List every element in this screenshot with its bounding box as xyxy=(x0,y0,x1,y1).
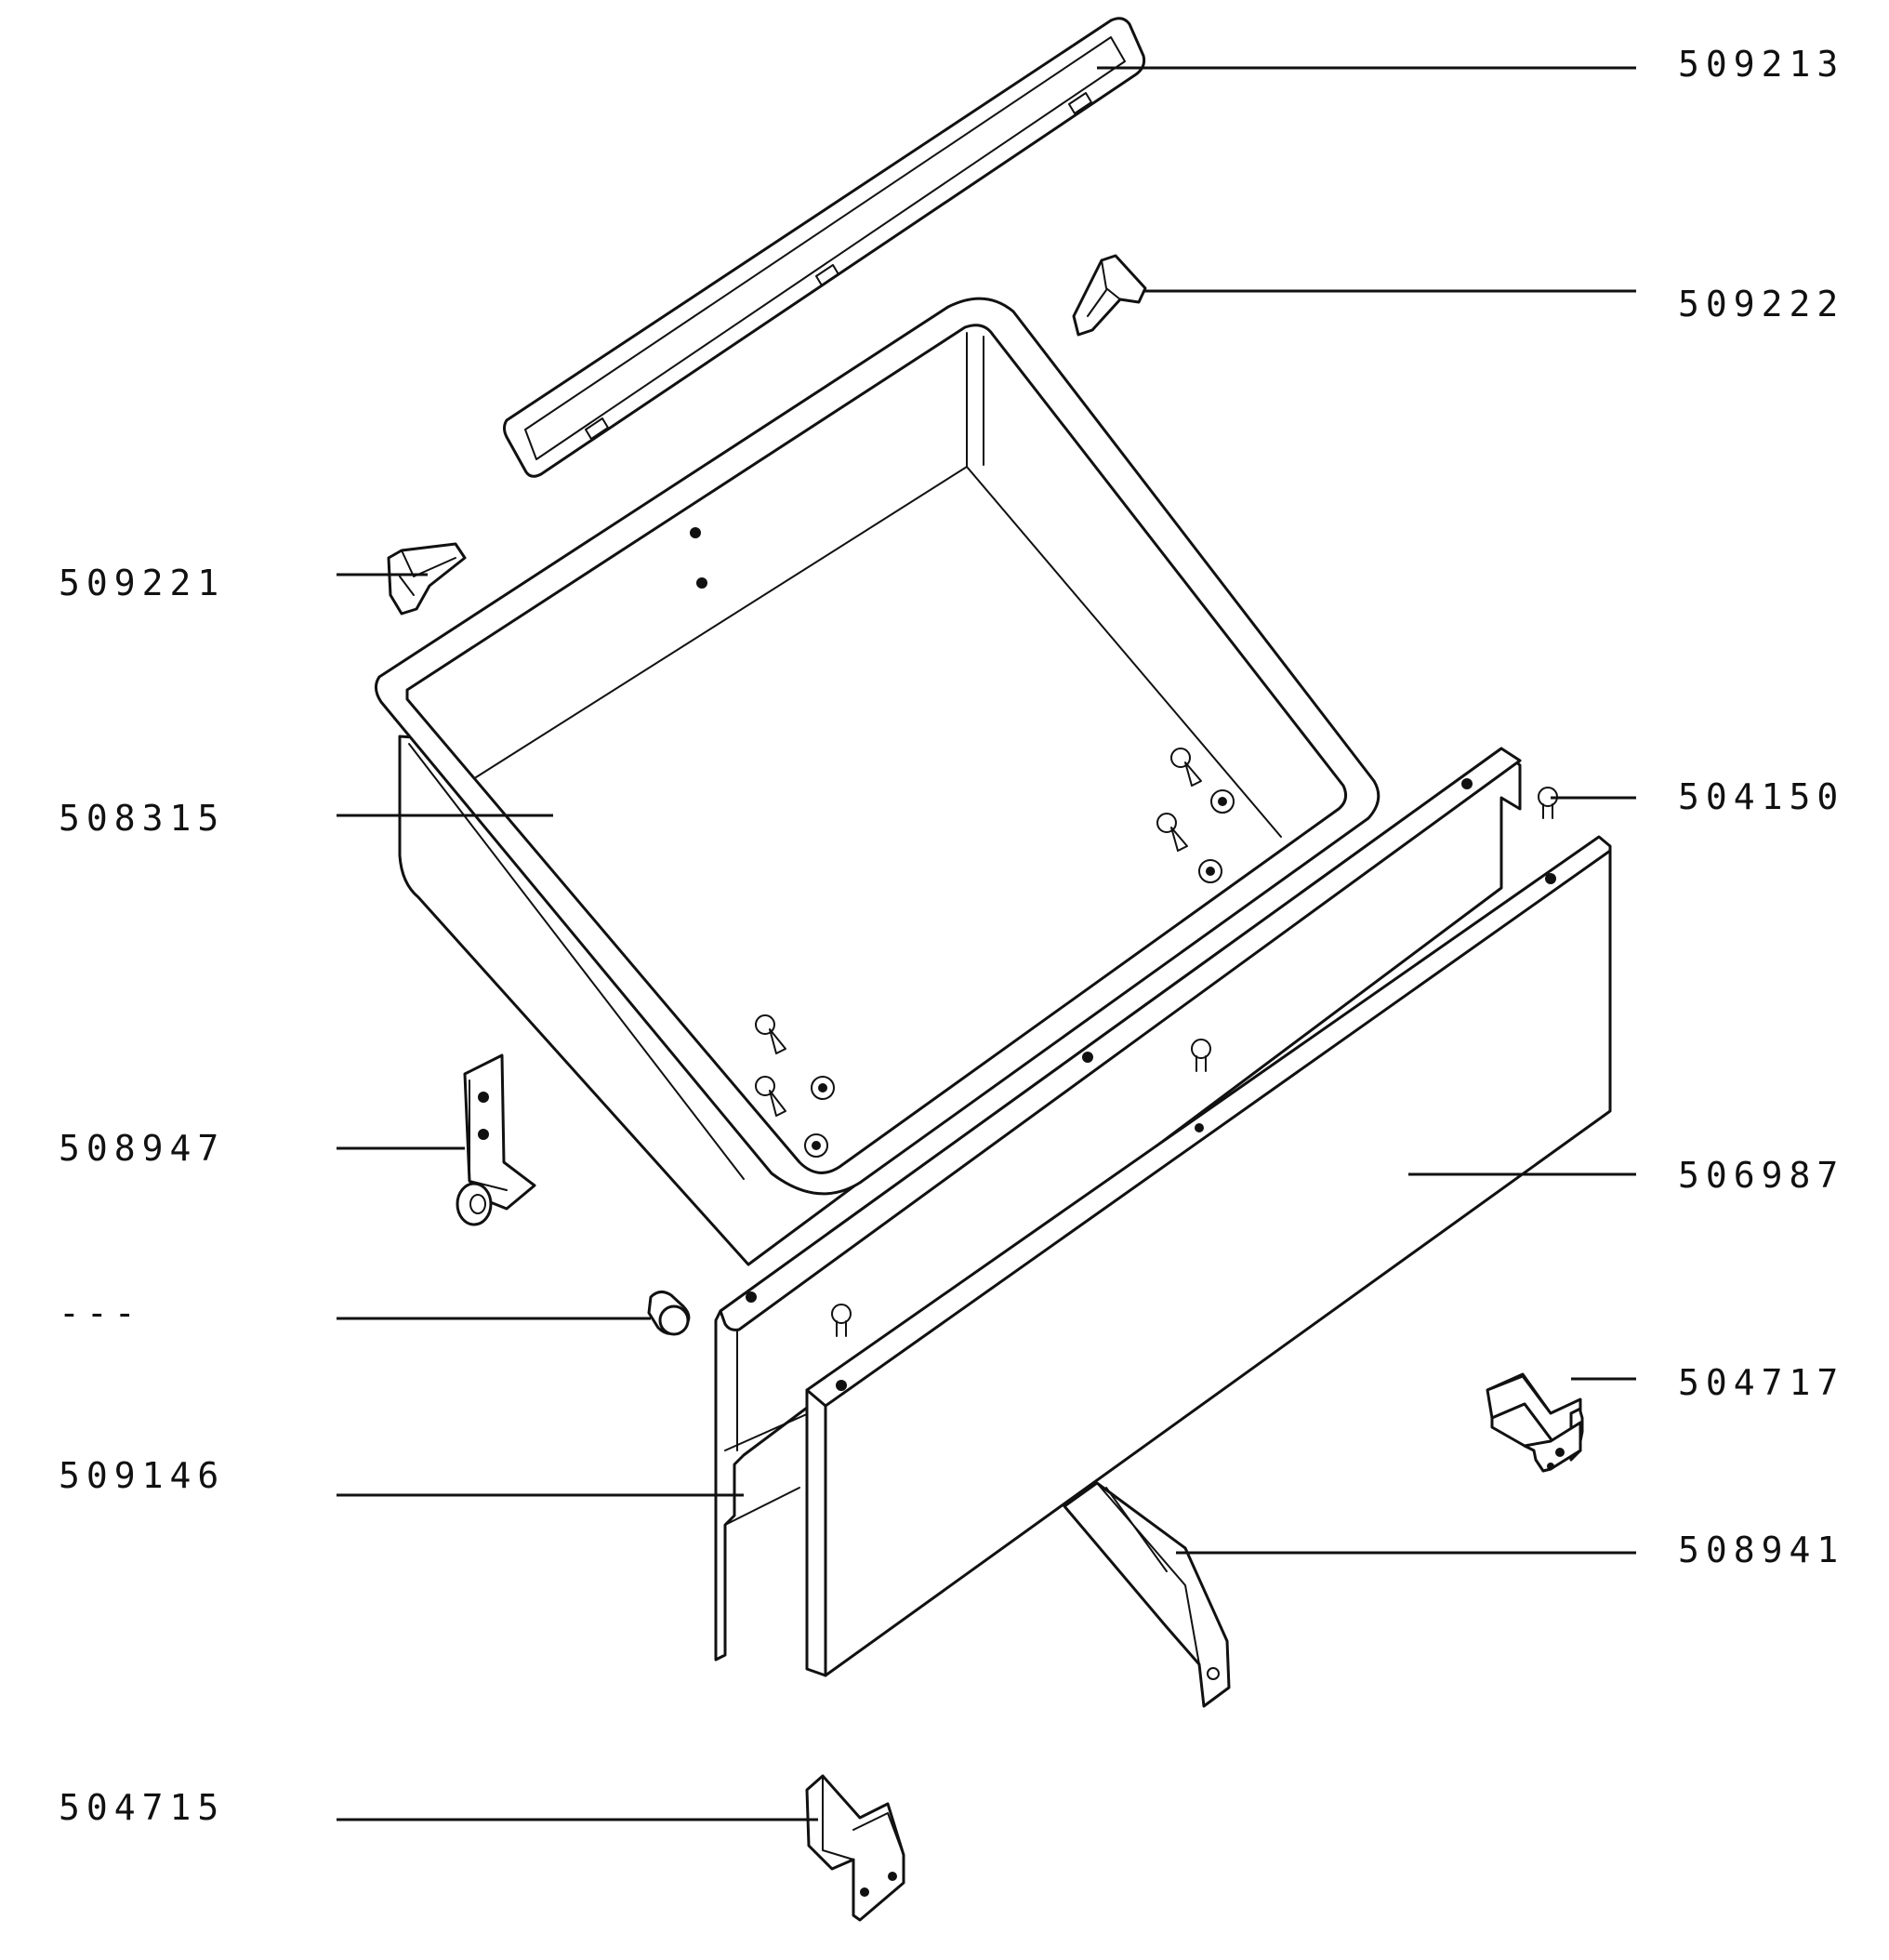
label-508315: 508315 xyxy=(59,798,225,839)
rear-panel-part xyxy=(714,747,1522,1662)
label-509222: 509222 xyxy=(1678,284,1844,324)
label-508941: 508941 xyxy=(1678,1530,1844,1570)
caster-bracket-part xyxy=(456,1053,536,1226)
label-506987: 506987 xyxy=(1678,1155,1844,1196)
label-509146: 509146 xyxy=(59,1455,225,1496)
screw-cluster-right xyxy=(1156,748,1235,883)
bracket-509221-part xyxy=(387,542,467,616)
label-508947: 508947 xyxy=(59,1128,225,1169)
lid-frame-part xyxy=(503,17,1146,478)
label-504150: 504150 xyxy=(1678,776,1844,817)
label-504717: 504717 xyxy=(1678,1362,1844,1403)
bracket-509222-part xyxy=(1072,254,1147,337)
bracket-504715-part xyxy=(805,1774,905,1922)
label-509213: 509213 xyxy=(1678,44,1844,85)
leader-lines xyxy=(337,66,1636,1821)
screw-cluster-left xyxy=(755,1014,835,1158)
tub-part xyxy=(375,297,1380,1266)
bracket-504717-part xyxy=(1486,1372,1584,1473)
plug-part xyxy=(647,1291,691,1336)
label-509221: 509221 xyxy=(59,563,225,603)
front-panel-part xyxy=(805,835,1612,1677)
label-unnumbered: --- xyxy=(59,1292,142,1333)
support-rail-part xyxy=(1063,1481,1231,1708)
label-504715: 504715 xyxy=(59,1787,225,1828)
